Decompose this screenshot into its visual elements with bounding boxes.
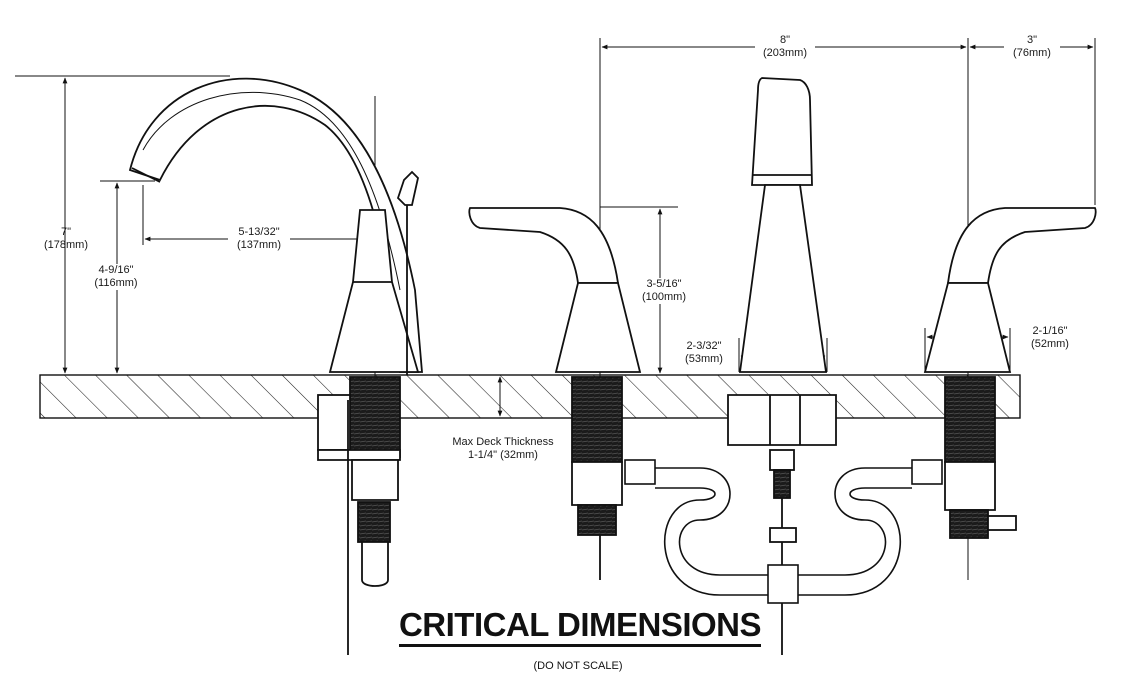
deck-thickness-note: Max Deck Thickness 1-1/4" (32mm) [438,436,568,462]
dim-spout-base-diameter: 2-3/32" (53mm) [676,340,732,366]
deck-note-line1: Max Deck Thickness [452,436,554,448]
dim-imperial: 3" [1026,34,1038,46]
right-handle [923,207,1097,539]
dim-handle-reach: 3" (76mm) [1004,34,1060,60]
scale-note: (DO NOT SCALE) [533,660,623,672]
dim-metric: (76mm) [1013,47,1051,59]
dim-imperial: 4-9/16" [98,264,134,276]
dim-center-spacing: 8" (203mm) [755,34,815,60]
dim-metric: (203mm) [762,47,807,59]
deck-section [39,374,1021,419]
dim-metric: (137mm) [236,239,281,251]
supply-hoses [624,459,943,604]
dim-spout-outlet-height: 4-9/16" (116mm) [88,264,144,290]
dim-spout-height: 7" (178mm) [38,226,94,252]
dim-imperial: 5-13/32" [238,226,280,238]
dim-imperial: 7" [60,226,72,238]
dim-metric: (52mm) [1031,338,1069,350]
dim-imperial: 2-1/16" [1032,325,1068,337]
dim-handle-base-diameter: 2-1/16" (52mm) [1022,325,1078,351]
spout-assembly [128,77,423,655]
dim-imperial: 2-3/32" [686,340,722,352]
dim-imperial: 8" [779,34,791,46]
dim-metric: (100mm) [641,291,686,303]
center-spout [727,77,837,655]
drawing-title: CRITICAL DIMENSIONS [360,606,800,647]
left-handle [468,207,642,580]
dim-metric: (53mm) [685,353,723,365]
dim-metric: (116mm) [94,277,138,289]
deck-note-line2: 1-1/4" (32mm) [468,449,538,461]
dim-handle-height: 3-5/16" (100mm) [636,278,692,304]
dim-spout-reach: 5-13/32" (137mm) [228,226,290,252]
dim-metric: (178mm) [43,239,88,251]
drawing-title-text: CRITICAL DIMENSIONS [398,606,762,647]
dim-imperial: 3-5/16" [646,278,682,290]
